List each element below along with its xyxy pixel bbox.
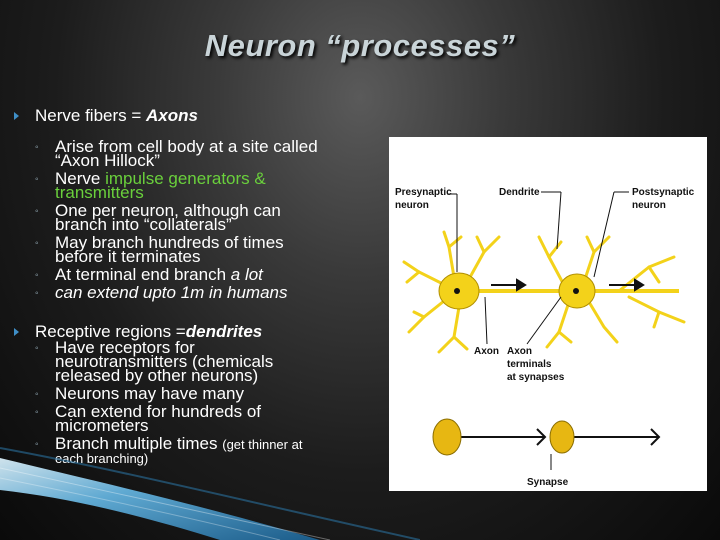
postsynaptic-neuron	[537, 235, 686, 349]
label-dendrite: Dendrite	[499, 187, 540, 198]
label-axon-terminals-3: at synapses	[507, 372, 565, 383]
sub-bullet-branch-hundreds: ◦ May branch hundreds of times before it…	[35, 233, 284, 266]
presynaptic-neuron	[402, 230, 501, 354]
circle-bullet-icon: ◦	[35, 206, 39, 217]
circle-bullet-icon: ◦	[35, 407, 39, 418]
slide-body: Nerve fibers = Axons ◦ Arise from cell b…	[14, 106, 386, 466]
label-axon-terminals: Axon	[507, 346, 532, 357]
circle-bullet-icon: ◦	[35, 343, 39, 354]
label-presynaptic-neuron: neuron	[395, 200, 429, 211]
label-postsynaptic-neuron: neuron	[632, 200, 666, 211]
triangle-bullet-icon	[14, 328, 19, 336]
circle-bullet-icon: ◦	[35, 142, 39, 153]
neuron-diagram: Presynaptic neuron Dendrite Postsynaptic…	[395, 187, 695, 488]
label-synapse: Synapse	[527, 477, 569, 488]
decorative-swoosh	[0, 447, 420, 540]
circle-bullet-icon: ◦	[35, 389, 39, 400]
circle-bullet-icon: ◦	[35, 270, 39, 281]
sub-bullet-receptors: ◦ Have receptors for neurotransmitters (…	[35, 338, 274, 385]
sub-bullet-many: ◦ Neurons may have many	[35, 384, 244, 403]
sub-bullet-micrometers: ◦ Can extend for hundreds of micrometers	[35, 402, 262, 435]
bullet-emphasis: Axons	[146, 106, 198, 125]
sub-bullet-axon-hillock: ◦ Arise from cell body at a site called …	[35, 137, 318, 170]
bullet-nerve-fibers: Nerve fibers = Axons	[14, 106, 386, 125]
circle-bullet-icon: ◦	[35, 174, 39, 185]
direction-arrow-icon	[491, 278, 645, 292]
sub-bullet-extend-1m: ◦ can extend upto 1m in humans	[35, 283, 288, 302]
sub-bullet-branch-multiple: ◦ Branch multiple times (get thinner at …	[35, 434, 303, 466]
label-postsynaptic: Postsynaptic	[632, 187, 695, 198]
label-axon: Axon	[474, 346, 499, 357]
circle-bullet-icon: ◦	[35, 238, 39, 249]
triangle-bullet-icon	[14, 112, 19, 120]
circle-bullet-icon: ◦	[35, 288, 39, 299]
bullet-label: Nerve fibers =	[35, 106, 147, 125]
label-axon-terminals-2: terminals	[507, 359, 552, 370]
bullet-receptive-regions: Receptive regions =dendrites	[14, 322, 386, 341]
circle-bullet-icon: ◦	[35, 439, 39, 450]
synapse-schematic	[432, 418, 661, 456]
label-presynaptic: Presynaptic	[395, 187, 452, 198]
sub-bullet-terminal-end: ◦ At terminal end branch a lot	[35, 265, 263, 284]
sub-bullet-impulse: ◦ Nerve impulse generators & transmitter…	[35, 169, 266, 202]
sub-bullet-collaterals: ◦ One per neuron, although can branch in…	[35, 201, 281, 234]
neuron-figure: Presynaptic neuron Dendrite Postsynaptic…	[389, 137, 707, 491]
slide-title: Neuron “processes”	[204, 28, 516, 63]
